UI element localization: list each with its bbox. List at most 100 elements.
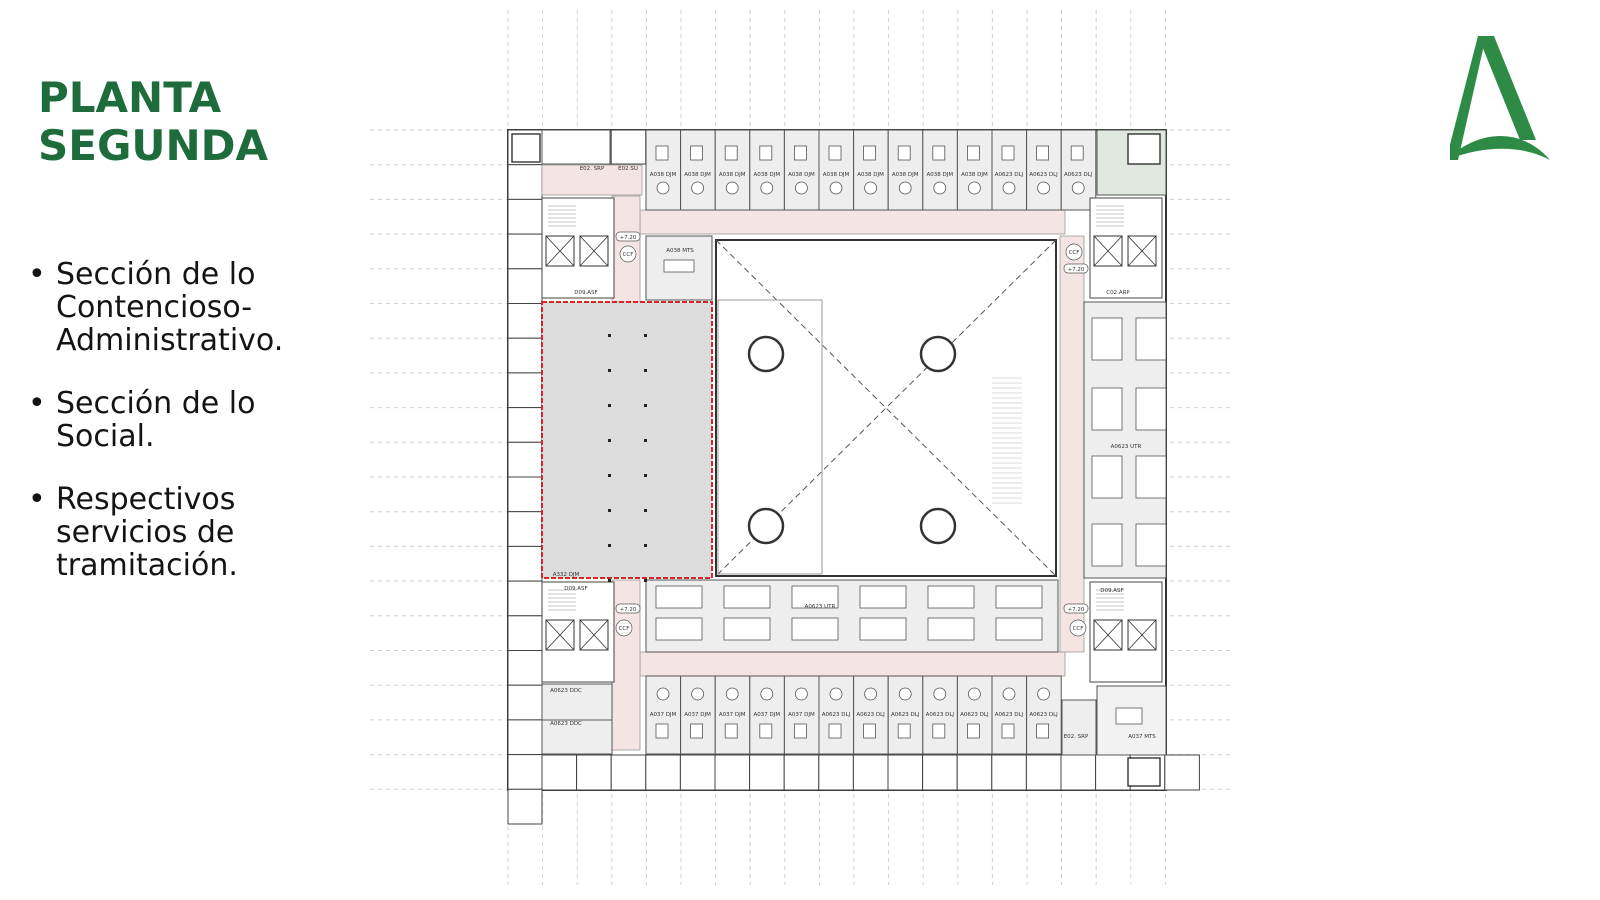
atrium-column — [919, 335, 957, 373]
meeting-table — [691, 687, 704, 701]
room-label: A0623 DDC — [550, 721, 582, 727]
column-dot — [608, 544, 611, 547]
meeting-table — [968, 181, 981, 195]
level-mark-box — [615, 231, 641, 242]
meeting-table — [829, 687, 843, 701]
facade-bay — [749, 754, 785, 791]
meeting-table — [725, 687, 739, 701]
page-title-line2: SEGUNDA — [38, 121, 269, 170]
office-room — [853, 129, 889, 211]
column-dot — [644, 544, 647, 547]
room-label: E02. SRP — [580, 166, 605, 172]
facade-bay — [507, 233, 543, 270]
office-label: A0623 DLJ — [960, 712, 989, 718]
elevator-cross — [545, 619, 575, 651]
desk — [967, 723, 980, 739]
office-north: A038 DJM — [680, 129, 716, 211]
shaft-se — [1127, 757, 1161, 787]
column-dot — [644, 579, 647, 582]
level-mark: +7.20 — [620, 607, 637, 613]
desk — [724, 723, 738, 739]
facade-bay — [922, 754, 958, 791]
column-dot — [644, 404, 647, 407]
desk — [759, 145, 773, 161]
workstation-cluster — [1135, 455, 1167, 499]
meeting-table — [656, 181, 670, 195]
office-label: A037 DJM — [650, 712, 677, 718]
office-south: A0623 DLJ — [956, 675, 993, 755]
facade-bay — [610, 129, 647, 165]
room-label: A037 MTS — [1128, 734, 1156, 740]
workstation-cluster — [655, 617, 703, 641]
facade-bay — [507, 545, 543, 582]
meeting-table — [1002, 687, 1016, 701]
facade-bay — [679, 754, 716, 791]
office-label: A037 DJM — [719, 712, 746, 718]
desk — [897, 145, 911, 161]
office-north: A038 DJM — [714, 129, 751, 211]
office-label: A038 DJM — [926, 172, 953, 178]
level-mark: +7.20 — [620, 235, 637, 241]
office-north: A0623 DLJ — [1060, 129, 1097, 211]
workstation-cluster — [791, 617, 839, 641]
office-north: A038 DJM — [783, 129, 820, 211]
office-north: A038 DJM — [853, 129, 889, 211]
meeting-table — [898, 181, 912, 195]
office-label: A038 DJM — [753, 172, 780, 178]
office-north: A0623 DLJ — [991, 129, 1028, 211]
facade-bay — [507, 476, 543, 513]
room-label: D09.ASF — [1100, 588, 1123, 594]
room-srp-su — [541, 129, 611, 165]
workstation-cluster — [1135, 387, 1167, 431]
workstation-cluster — [995, 585, 1043, 609]
office-south: A037 DJM — [783, 675, 820, 755]
office-label: A038 DJM — [684, 172, 711, 178]
workstation-cluster — [995, 617, 1043, 641]
workstation-cluster — [1091, 455, 1123, 499]
meeting-table — [864, 181, 877, 195]
shaft-ne — [1127, 133, 1161, 165]
corridor-nw — [541, 164, 643, 196]
column-dot — [608, 404, 611, 407]
facade-bay — [507, 719, 543, 756]
office-label: A0623 DLJ — [1064, 172, 1093, 178]
office-room — [783, 129, 820, 211]
facade-bay — [991, 754, 1027, 791]
level-mark-box — [1063, 263, 1089, 274]
facade-bay — [507, 580, 543, 617]
desk — [828, 723, 842, 739]
section-list-item: Sección de lo Contencioso-Administrativo… — [28, 258, 348, 357]
atrium-column — [747, 335, 785, 373]
corridor-east — [1059, 235, 1085, 653]
office-south: A0623 DLJ — [922, 675, 958, 755]
office-south: A037 DJM — [749, 675, 785, 755]
facade-bay — [507, 268, 543, 304]
facade-bay — [1060, 754, 1097, 791]
highlighted-hall — [541, 301, 713, 579]
elevator-cross — [1127, 619, 1157, 651]
column-dot — [608, 509, 611, 512]
ccf-mark-circle — [1065, 243, 1083, 261]
meeting-table — [1071, 181, 1085, 195]
meeting-table — [829, 181, 843, 195]
meeting-table — [933, 687, 947, 701]
meeting-table — [968, 687, 981, 701]
service-room-se — [1061, 699, 1097, 756]
workstation-cluster — [859, 585, 907, 609]
office-south: A0623 DLJ — [887, 675, 924, 755]
office-label: A038 DJM — [650, 172, 677, 178]
office-label: A038 DJM — [788, 172, 815, 178]
vertical-core — [541, 197, 615, 299]
desk — [863, 145, 876, 161]
meeting-table — [1002, 181, 1016, 195]
facade-bay — [507, 788, 543, 825]
workstation-cluster — [859, 617, 907, 641]
facade-bay — [783, 754, 820, 791]
meeting-table — [864, 687, 877, 701]
room-ddc — [541, 719, 613, 755]
office-label: A0623 DLJ — [995, 172, 1024, 178]
facade-bay — [645, 754, 681, 791]
office-room — [922, 129, 958, 211]
section-list: Sección de lo Contencioso-Administrativo… — [28, 258, 348, 612]
facade-bay — [507, 303, 543, 339]
